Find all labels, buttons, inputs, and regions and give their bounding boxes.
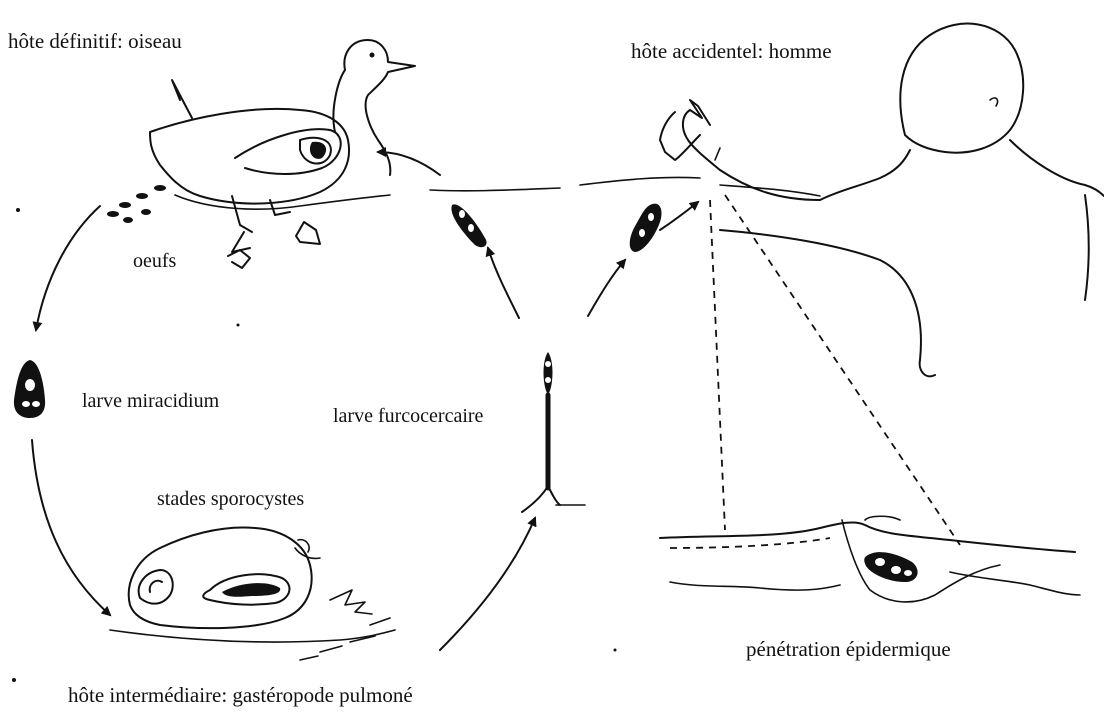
zoom-line-left xyxy=(710,200,725,530)
cercaria-icon-right xyxy=(630,204,662,252)
furcocercaria-larva-icon xyxy=(522,352,585,512)
skin-section-illustration xyxy=(660,516,1080,602)
eggs-illustration xyxy=(107,185,250,268)
sporocysts-label: stades sporocystes xyxy=(157,488,304,510)
water-surface-right xyxy=(580,177,700,185)
human-illustration xyxy=(660,24,1104,377)
definitive-host-label: hôte définitif: oiseau xyxy=(8,29,182,53)
intermediate-host-label: hôte intermédiaire: gastéropode pulmoné xyxy=(68,683,413,707)
accidental-host-label: hôte accidentel: homme xyxy=(631,39,832,63)
cercaria-icon-left xyxy=(451,204,486,247)
scan-specks xyxy=(12,208,617,682)
arrow-miracidium-to-snail xyxy=(32,440,110,615)
arrow-snail-to-furcocercaria xyxy=(440,518,535,650)
eggs-label: oeufs xyxy=(133,250,177,272)
water-surface-left xyxy=(430,188,560,191)
miracidium-label: larve miracidium xyxy=(82,390,220,412)
bird-illustration xyxy=(150,40,415,252)
snail-illustration xyxy=(110,528,395,660)
penetration-label: pénétration épidermique xyxy=(746,637,951,661)
arrow-furco-to-human xyxy=(588,260,625,316)
miracidium-larva-icon xyxy=(14,360,45,418)
arrow-furco-to-bird-stage xyxy=(488,248,519,318)
furcocercaria-label: larve furcocercaire xyxy=(333,405,484,427)
arrow-to-human-skin xyxy=(660,202,698,230)
arrow-eggs-to-miracidium xyxy=(36,206,100,330)
